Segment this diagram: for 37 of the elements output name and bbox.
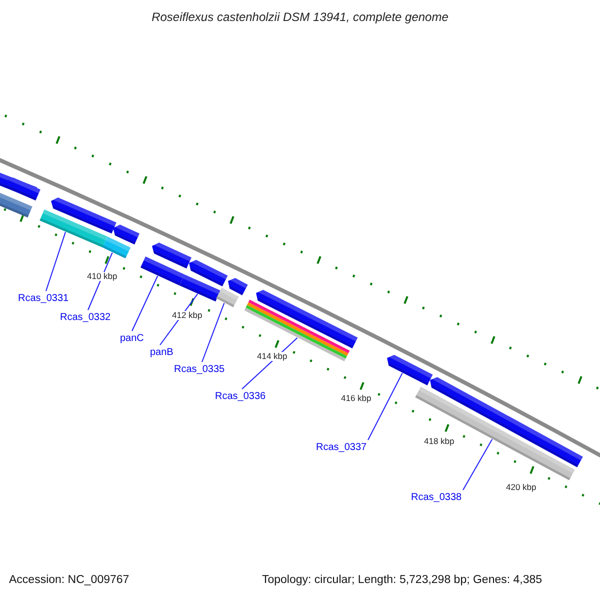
gene-block (40, 209, 108, 248)
gene-block (256, 290, 358, 348)
gene-block (102, 236, 131, 258)
leader-line (368, 372, 403, 440)
gene-block (228, 278, 248, 296)
scale-label: 418 kbp (423, 437, 456, 446)
gene-block (180, 274, 220, 302)
gene-label: Rcas_0336 (215, 392, 266, 402)
scale-label: 412 kbp (171, 311, 204, 320)
gene-block (113, 224, 140, 244)
scale-label: 416 kbp (340, 394, 372, 402)
gene-block (415, 386, 575, 480)
gene-label: panC (120, 334, 144, 344)
scale-label: 420 kbp (505, 483, 538, 492)
leader-line (46, 232, 66, 292)
gene-block (51, 197, 116, 234)
gene-block (244, 300, 350, 362)
footer-text: Accession: NC_009767 (9, 575, 130, 586)
leader-line (132, 275, 158, 332)
scale-label: 414 kbp (256, 352, 288, 360)
gene-block (152, 242, 192, 268)
gene-block (216, 288, 239, 308)
leader-line (462, 438, 493, 490)
diagram-title: Roseiflexus castenholzii DSM 13941, complete genome (150, 11, 450, 23)
gene-block (189, 260, 228, 286)
gene-label: Rcas_0335 (174, 365, 225, 375)
gene-block (387, 354, 433, 386)
leader-line (202, 302, 225, 362)
gene-label: panB (150, 348, 174, 358)
gene-label: Rcas_0331 (18, 294, 69, 304)
gene-label: Rcas_0337 (316, 443, 367, 453)
gene-block (140, 256, 185, 286)
footer-text: Topology: circular; Length: 5,723,298 bp; Genes: 4,385 (262, 575, 542, 586)
gene-label: Rcas_0338 (411, 493, 462, 503)
gene-label: Rcas_0332 (60, 313, 111, 323)
scale-label: 410 kbp (86, 272, 118, 280)
leader-line (88, 252, 113, 310)
